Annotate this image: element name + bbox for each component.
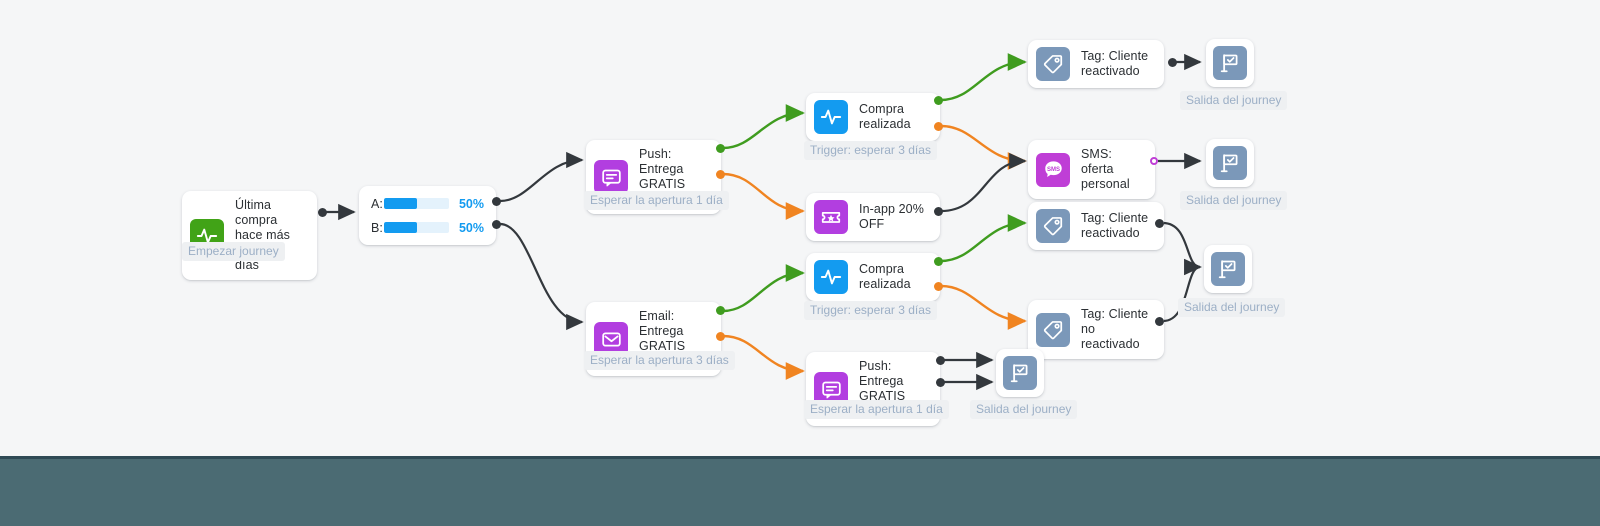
- node-title: Última compra hace más de 30 días: [235, 198, 290, 272]
- port-purchase-bottom-success[interactable]: [934, 257, 943, 266]
- node-tag-not-reactivated[interactable]: Tag: Cliente no reactivado: [1028, 300, 1164, 359]
- port-push-top-success[interactable]: [716, 144, 725, 153]
- node-title: Tag: Cliente no reactivado: [1081, 307, 1149, 351]
- split-key-a: A:: [371, 196, 383, 211]
- node-purchase-top[interactable]: Compra realizada: [806, 93, 940, 141]
- port-purchase-top-fallback[interactable]: [934, 122, 943, 131]
- label-empezar-journey: Empezar journey: [182, 242, 285, 261]
- port-email-success[interactable]: [716, 306, 725, 315]
- port-push-top-fallback[interactable]: [716, 170, 725, 179]
- node-exit-1[interactable]: [1206, 39, 1254, 87]
- node-tag-reactivated-mid[interactable]: Tag: Cliente reactivado: [1028, 202, 1164, 250]
- label-esperar-apertura-1dia-top: Esperar la apertura 1 día: [584, 191, 729, 210]
- envelope-icon: [594, 322, 628, 356]
- port-tag-not-out[interactable]: [1155, 317, 1164, 326]
- push-message-icon: [594, 160, 628, 194]
- svg-text:SMS: SMS: [1046, 167, 1059, 173]
- node-exit-4[interactable]: [996, 349, 1044, 397]
- bottom-toolbar[interactable]: [0, 456, 1600, 526]
- flag-exit-icon: [1211, 252, 1245, 286]
- node-purchase-bottom[interactable]: Compra realizada: [806, 253, 940, 301]
- label-salida-journey-3: Salida del journey: [1178, 298, 1286, 317]
- activity-pulse-icon: [814, 260, 848, 294]
- split-bar-a: [384, 198, 449, 209]
- node-title: SMS: oferta personal: [1081, 147, 1130, 191]
- split-row-a[interactable]: A: 50%: [371, 195, 484, 212]
- label-trigger-esperar-3dias-top: Trigger: esperar 3 días: [804, 141, 937, 160]
- port-purchase-bottom-fallback[interactable]: [934, 282, 943, 291]
- flag-exit-icon: [1003, 356, 1037, 390]
- port-purchase-top-success[interactable]: [934, 96, 943, 105]
- node-title: Compra realizada: [859, 262, 911, 291]
- split-percent-b: 50%: [458, 220, 484, 235]
- split-bar-b: [384, 222, 449, 233]
- port-push-bottom-out-2[interactable]: [936, 378, 945, 387]
- node-title: Compra realizada: [859, 102, 911, 131]
- port-tag-top-out[interactable]: [1168, 58, 1177, 67]
- port-inapp-out[interactable]: [934, 207, 943, 216]
- split-key-b: B:: [371, 220, 383, 235]
- label-esperar-apertura-3dias: Esperar la apertura 3 días: [584, 351, 735, 370]
- journey-canvas[interactable]: Última compra hace más de 30 días Empeza…: [0, 0, 1600, 456]
- sms-bubble-icon: SMS: [1036, 152, 1070, 187]
- split-row-b[interactable]: B: 50%: [371, 219, 484, 236]
- node-exit-2[interactable]: [1206, 139, 1254, 187]
- port-split-b-out[interactable]: [492, 220, 501, 229]
- label-esperar-apertura-1dia-bottom: Esperar la apertura 1 día: [804, 400, 949, 419]
- ticket-star-icon: [814, 200, 848, 234]
- node-title: Tag: Cliente reactivado: [1081, 211, 1149, 240]
- node-title: In-app 20% OFF: [859, 202, 924, 231]
- port-push-bottom-out-1[interactable]: [936, 356, 945, 365]
- label-salida-journey-1: Salida del journey: [1180, 91, 1288, 110]
- node-sms-offer[interactable]: SMS SMS: oferta personal: [1028, 140, 1155, 199]
- flag-exit-icon: [1213, 46, 1247, 80]
- flag-exit-icon: [1213, 146, 1247, 180]
- node-ab-split[interactable]: A: 50% B: 50%: [359, 186, 496, 245]
- node-title: Tag: Cliente reactivado: [1081, 49, 1149, 78]
- port-tag-mid-out[interactable]: [1155, 219, 1164, 228]
- port-sms-out[interactable]: [1150, 157, 1158, 165]
- node-inapp-offer[interactable]: In-app 20% OFF: [806, 193, 940, 241]
- port-split-a-out[interactable]: [492, 197, 501, 206]
- tag-icon: [1036, 47, 1070, 81]
- node-exit-3[interactable]: [1204, 245, 1252, 293]
- node-tag-reactivated-top[interactable]: Tag: Cliente reactivado: [1028, 40, 1164, 88]
- node-entry-trigger[interactable]: Última compra hace más de 30 días: [182, 191, 317, 280]
- activity-pulse-icon: [814, 100, 848, 134]
- tag-icon: [1036, 312, 1070, 347]
- label-salida-journey-4: Salida del journey: [970, 400, 1078, 419]
- port-entry-out[interactable]: [318, 208, 327, 217]
- tag-icon: [1036, 209, 1070, 243]
- split-percent-a: 50%: [458, 196, 484, 211]
- label-trigger-esperar-3dias-bottom: Trigger: esperar 3 días: [804, 301, 937, 320]
- port-email-fallback[interactable]: [716, 332, 725, 341]
- label-salida-journey-2: Salida del journey: [1180, 191, 1288, 210]
